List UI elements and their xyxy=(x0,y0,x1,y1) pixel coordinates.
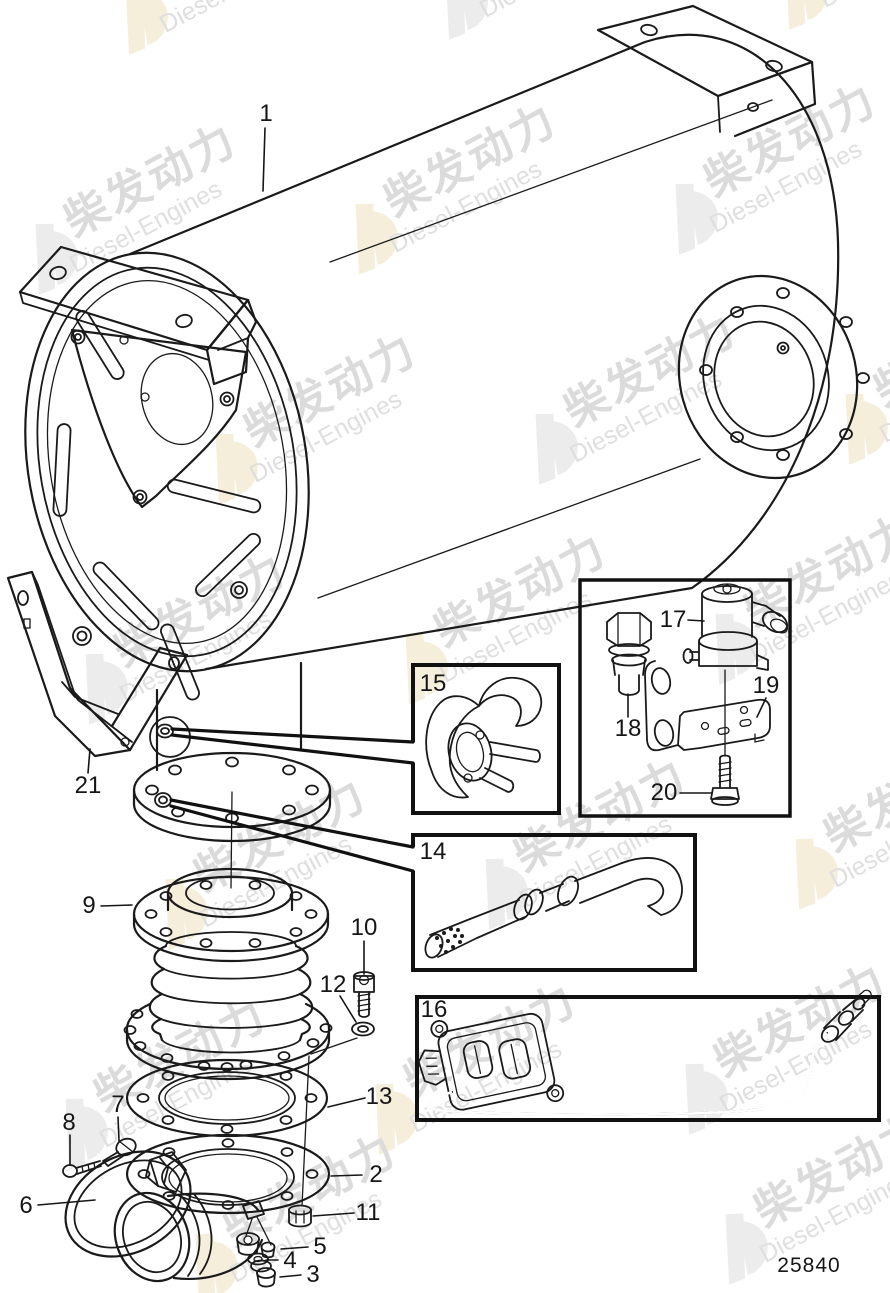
svg-text:柴发动力: 柴发动力 xyxy=(866,284,890,417)
clamp-bolt-7 xyxy=(102,1137,137,1167)
inset-box-14 xyxy=(411,833,697,972)
clamp-screw-8 xyxy=(62,1160,102,1178)
assembly-line-10-11 xyxy=(301,1037,358,1207)
svg-text:Diesel-Engines: Diesel-Engines xyxy=(815,0,890,14)
svg-text:Diesel-Engines: Diesel-Engines xyxy=(155,0,317,39)
outlet-pipe xyxy=(132,661,332,889)
nox-sensor-16 xyxy=(417,989,872,1116)
nut-11 xyxy=(288,1204,312,1228)
adapter-flange-9 xyxy=(132,867,330,963)
callout-leader-lines xyxy=(37,127,767,1278)
inset-leader-lines xyxy=(169,727,415,873)
sensor-grommet-15 xyxy=(425,676,543,799)
sensor-18 xyxy=(606,612,652,696)
muffler-body xyxy=(18,4,870,701)
bolt-10 xyxy=(353,971,375,1018)
pipe-perforations xyxy=(435,927,464,954)
support-bracket-21 xyxy=(6,570,189,758)
inlet-flange-ring xyxy=(677,274,870,480)
v-clamp-6 xyxy=(64,1150,192,1258)
washer-12 xyxy=(351,1021,375,1037)
drain-plug-parts-5-4-3 xyxy=(236,1232,276,1288)
injection-pipe-14 xyxy=(424,857,683,959)
inset-box-16 xyxy=(415,989,881,1122)
svg-text:Diesel-Engines: Diesel-Engines xyxy=(475,0,637,24)
inset-box-17-20 xyxy=(578,578,792,818)
bellows-compensator xyxy=(123,931,333,1081)
bolt-20 xyxy=(710,754,740,806)
rear-mounting-bracket xyxy=(596,4,817,138)
inset-box-15 xyxy=(411,663,561,815)
solenoid-valve-17 xyxy=(682,583,789,671)
bracket-19 xyxy=(644,660,771,752)
front-mounting-bracket xyxy=(18,245,258,509)
end-plate-louvers xyxy=(52,310,262,701)
sensor-probe xyxy=(820,989,872,1043)
